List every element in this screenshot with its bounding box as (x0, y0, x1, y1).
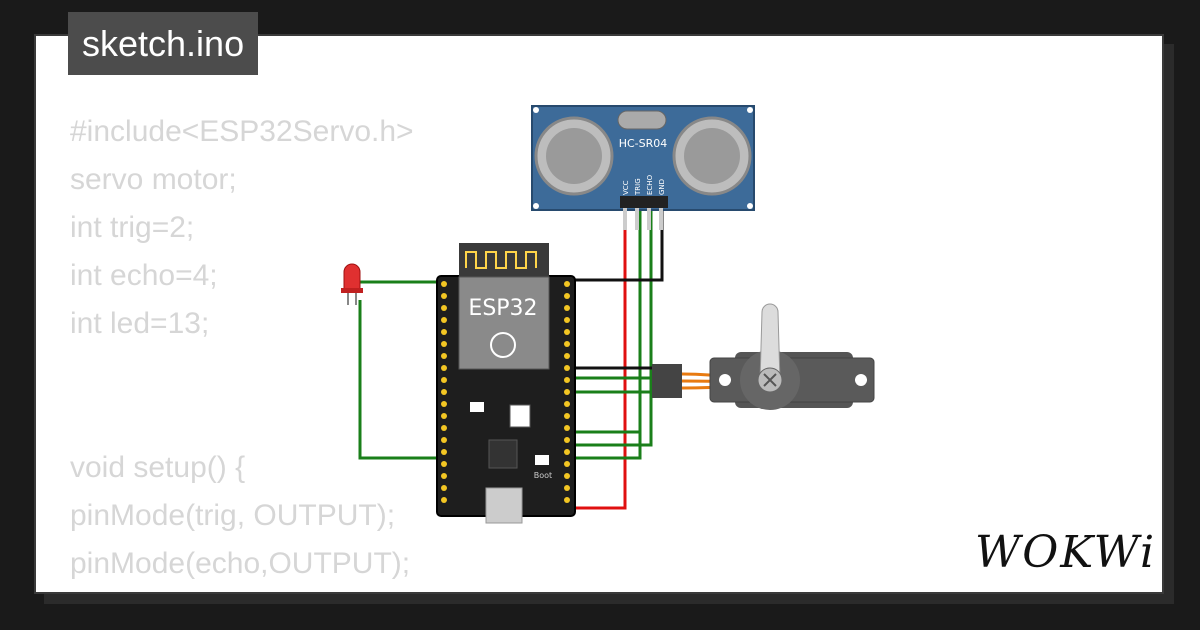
header-pin (564, 329, 570, 335)
header-pin (564, 401, 570, 407)
header-pin (564, 341, 570, 347)
header-pin (564, 425, 570, 431)
red-led (341, 263, 363, 305)
header-pin (564, 293, 570, 299)
header-pin (441, 497, 447, 503)
header-pin (441, 449, 447, 455)
sensor-pin-echo: ECHO (646, 174, 654, 195)
code-snippet: #include<ESP32Servo.h> servo motor; int tr… (70, 108, 414, 592)
header-pin (441, 281, 447, 287)
header-pin (441, 425, 447, 431)
code-line: servo motor; (70, 163, 237, 196)
header-pin (441, 389, 447, 395)
code-line: int echo=4; (70, 259, 218, 292)
header-pin (564, 485, 570, 491)
header-pin (441, 437, 447, 443)
wire-sensor-trig (567, 200, 642, 460)
header-pin (441, 461, 447, 467)
header-pin (441, 365, 447, 371)
header-pin (441, 473, 447, 479)
header-pin (441, 305, 447, 311)
header-pin (564, 437, 570, 443)
header-pin (441, 293, 447, 299)
code-line: void setup() { (70, 451, 246, 484)
wokwi-logo: WOKWi (975, 527, 1157, 578)
header-pin (564, 281, 570, 287)
header-pin (564, 461, 570, 467)
code-line: pinMode(echo,OUTPUT); (70, 547, 411, 580)
header-pin (441, 413, 447, 419)
sensor-pin-trig: TRIG (634, 178, 642, 196)
header-pin (441, 377, 447, 383)
esp32-board: ESP32 Boot (436, 243, 576, 524)
sensor-pin-vcc: VCC (622, 180, 630, 195)
wire-led-b (358, 300, 445, 460)
file-tab[interactable]: sketch.ino (68, 12, 259, 75)
servo-motor (652, 303, 875, 410)
header-pin (441, 401, 447, 407)
header-pin (564, 389, 570, 395)
header-pin (564, 365, 570, 371)
header-pin (564, 413, 570, 419)
header-pin (564, 449, 570, 455)
boot-label: Boot (534, 471, 552, 480)
board-label: ESP32 (468, 296, 537, 321)
pin-header-left (441, 281, 447, 503)
header-pin (564, 353, 570, 359)
header-pin (564, 317, 570, 323)
hc-sr04-sensor: HC-SR04 VCC TRIG ECHO GND (531, 105, 755, 230)
header-pin (564, 377, 570, 383)
header-pin (564, 497, 570, 503)
header-pin (441, 353, 447, 359)
code-line: int led=13; (70, 307, 210, 340)
code-line: #include<ESP32Servo.h> (70, 115, 414, 148)
sensor-pin-gnd: GND (658, 179, 666, 195)
pin-header-right (564, 281, 570, 503)
header-pin (441, 317, 447, 323)
wire-sensor-echo (567, 200, 653, 447)
header-pin (564, 473, 570, 479)
code-line: int trig=2; (70, 211, 195, 244)
header-pin (441, 341, 447, 347)
header-pin (564, 305, 570, 311)
code-line: pinMode(trig, OUTPUT); (70, 499, 396, 532)
header-pin (441, 329, 447, 335)
header-pin (441, 485, 447, 491)
wire-servo-extra (567, 392, 642, 434)
sensor-label: HC-SR04 (619, 137, 668, 150)
